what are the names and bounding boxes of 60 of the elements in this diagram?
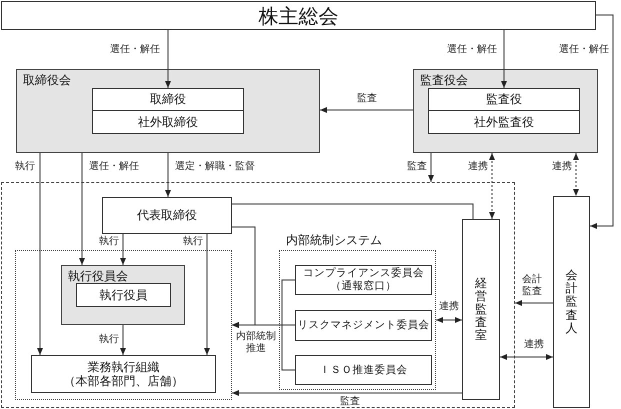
- edge-label: 連携: [467, 161, 488, 172]
- arrow: [514, 300, 554, 306]
- double-arrow: [436, 317, 462, 323]
- dotted-group: [279, 233, 436, 390]
- group-heading: 監査役会: [420, 73, 468, 88]
- edge-label: 内部統制推進: [235, 331, 277, 354]
- edge-label: 執行: [98, 334, 119, 346]
- arrow: [79, 152, 85, 266]
- org-box: 社外取締役: [92, 110, 244, 134]
- edge-label: 執行: [182, 236, 203, 248]
- edge-label: 監査: [356, 93, 378, 104]
- arrow: [120, 324, 126, 356]
- edge-label: 連携: [438, 301, 460, 312]
- org-box: 監査役: [428, 88, 580, 111]
- group-panel: [16, 69, 320, 153]
- edge-label: 監査: [406, 161, 427, 172]
- edge-label: 連携: [551, 161, 572, 172]
- org-box: ＩＳＯ推進委員会: [295, 355, 432, 385]
- org-box: 執行役員: [76, 283, 171, 307]
- group-heading: 執行役員会: [68, 269, 128, 284]
- arrow: [204, 234, 210, 356]
- edge-label: 選任・解任: [109, 44, 160, 56]
- org-box: 業務執行組織 （本部各部門、店舗）: [31, 355, 216, 393]
- arrow: [165, 152, 171, 198]
- edge-label: 監査: [339, 396, 361, 408]
- edge-label: 選任・解任: [446, 44, 497, 56]
- arrow: [120, 234, 126, 266]
- dashed-region: [1, 182, 515, 408]
- arrow: [320, 107, 414, 113]
- double-arrow: [500, 354, 554, 360]
- org-box: 取締役: [92, 88, 244, 111]
- group-panel: [61, 265, 185, 325]
- connector-line: [232, 204, 474, 220]
- org-box: リスクマネジメント委員会: [295, 310, 432, 341]
- org-box: コンプライアンス委員会 （通報窓口）: [295, 265, 432, 295]
- arrow: [590, 14, 614, 229]
- edge-label: 選任・解任: [558, 44, 609, 56]
- org-box: 会計監査人: [553, 196, 590, 408]
- edge-label: 選定・解職・監督: [175, 161, 256, 172]
- edge-label: 会計監査: [521, 274, 543, 297]
- arrow: [501, 30, 507, 88]
- edge-label: 選任・解任: [89, 161, 140, 172]
- arrow: [428, 152, 434, 182]
- double-arrow: [489, 152, 495, 220]
- org-box: 代表取締役: [102, 197, 232, 234]
- edge-label: 執行: [14, 161, 35, 172]
- dotted-region: [15, 250, 232, 400]
- group-heading: 内部統制システム: [286, 233, 382, 248]
- arrow: [165, 30, 171, 88]
- org-box: 株主総会: [1, 1, 596, 30]
- org-box: 社外監査役: [428, 110, 580, 134]
- arrow: [232, 390, 462, 396]
- arrow: [232, 322, 296, 370]
- group-heading: 取締役会: [23, 73, 71, 88]
- edge-label: 連携: [523, 339, 545, 350]
- edge-label: 執行: [98, 236, 119, 248]
- org-box: 経営監査室: [462, 219, 500, 400]
- group-panel: [413, 69, 598, 153]
- arrow: [37, 152, 43, 356]
- double-arrow: [573, 152, 579, 196]
